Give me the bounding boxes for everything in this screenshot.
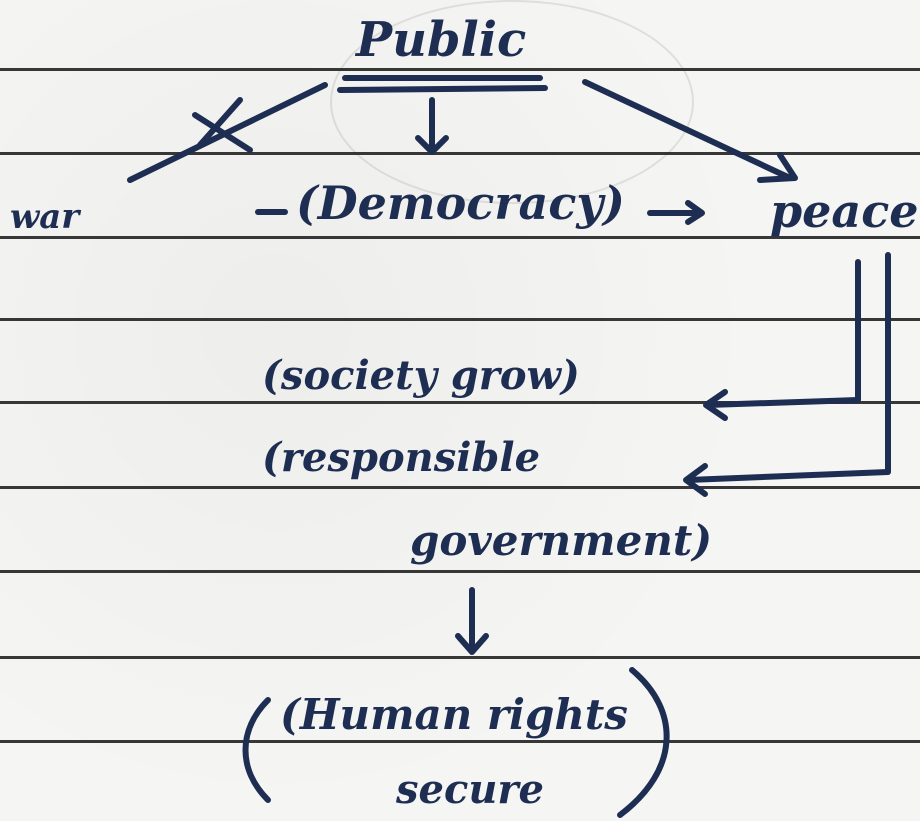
public-to-peace-arrow (582, 79, 793, 181)
ruled-line (0, 740, 920, 743)
arrow-head (455, 633, 489, 655)
public-underline-2 (337, 85, 548, 93)
ruled-line (0, 236, 920, 239)
note-human-rights: (Human rights (280, 690, 628, 739)
ruled-line (0, 486, 920, 489)
ruled-line (0, 656, 920, 659)
note-secure: secure (396, 766, 544, 813)
ruled-line (0, 152, 920, 155)
note-war: war (10, 197, 80, 237)
arrow-head (685, 200, 705, 225)
arrow-head (683, 463, 708, 497)
ruled-line (0, 401, 920, 404)
right-parenthesis (617, 667, 670, 818)
arrow-head (415, 135, 449, 155)
peace-to-responsible-arrow (685, 252, 891, 483)
note-democracy: (Democracy) (296, 176, 625, 230)
ruled-line (0, 318, 920, 321)
note-public: Public (356, 12, 527, 68)
note-government: government) (410, 516, 713, 565)
arrow-head (703, 389, 728, 421)
cross-mark-stroke-2 (197, 97, 243, 148)
ruled-line (0, 68, 920, 71)
note-peace: peace (770, 184, 919, 238)
ruled-line (0, 570, 920, 573)
note-society-grow: (society grow) (262, 352, 580, 399)
cross-mark-stroke-1 (192, 112, 253, 153)
arrow-head (757, 152, 798, 183)
left-parenthesis (242, 697, 271, 803)
note-responsible: (responsible (262, 434, 541, 481)
peace-to-society-arrow (705, 259, 861, 408)
faint-stamp-watermark (330, 0, 694, 204)
